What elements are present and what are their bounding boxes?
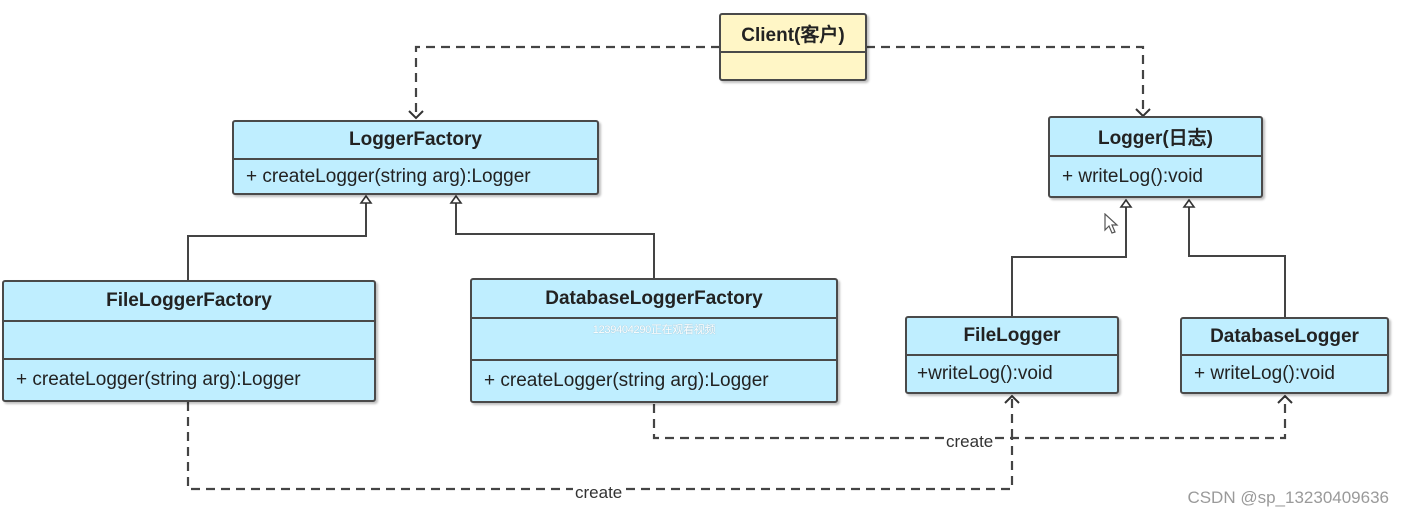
inheritance-dblogger (1182, 198, 1286, 318)
csdn-watermark: CSDN @sp_13230409636 (1187, 488, 1389, 507)
fileloggerfactory-attributes (4, 322, 374, 360)
databaseloggerfactory-class[interactable]: DatabaseLoggerFactory 1239404290正在观看视频 +… (470, 278, 838, 403)
inheritance-filefactory (187, 194, 373, 280)
filelogger-method: +writeLog():void (917, 363, 1053, 384)
fileloggerfactory-method: + createLogger(string arg):Logger (16, 369, 301, 390)
logger-name: Logger(日志) (1050, 118, 1261, 157)
filelogger-class[interactable]: FileLogger +writeLog():void (905, 316, 1119, 394)
logger-method: + writeLog():void (1062, 165, 1203, 187)
client-class[interactable]: Client(客户) (719, 13, 867, 81)
inheritance-filelogger (1011, 198, 1133, 316)
inheritance-dbfactory (449, 194, 655, 278)
client-class-name: Client(客户) (721, 15, 865, 53)
create-label-lower: create (573, 483, 625, 502)
databaseloggerfactory-method: + createLogger(string arg):Logger (484, 370, 769, 391)
databaselogger-method: + writeLog():void (1194, 363, 1335, 384)
loggerfactory-class[interactable]: LoggerFactory + createLogger(string arg)… (232, 120, 599, 195)
viewer-watermark: 1239404290正在观看视频 (592, 324, 716, 336)
databaselogger-name: DatabaseLogger (1182, 319, 1387, 356)
fileloggerfactory-name: FileLoggerFactory (4, 282, 374, 322)
filelogger-name: FileLogger (907, 318, 1117, 356)
fileloggerfactory-class[interactable]: FileLoggerFactory + createLogger(string … (2, 280, 376, 402)
databaselogger-class[interactable]: DatabaseLogger + writeLog():void (1180, 317, 1389, 394)
databaseloggerfactory-attributes: 1239404290正在观看视频 (472, 319, 836, 361)
databaseloggerfactory-name: DatabaseLoggerFactory (472, 280, 836, 319)
mouse-cursor-icon (1104, 213, 1119, 234)
create-label-upper: create (944, 432, 996, 451)
dependency-client-to-loggerfactory (408, 45, 720, 120)
create-file-to-filelogger (186, 402, 1014, 491)
logger-class[interactable]: Logger(日志) + writeLog():void (1048, 116, 1263, 198)
client-class-body (721, 53, 865, 79)
loggerfactory-method: + createLogger(string arg):Logger (246, 165, 531, 187)
loggerfactory-name: LoggerFactory (234, 122, 597, 160)
dependency-client-to-logger (866, 45, 1151, 118)
